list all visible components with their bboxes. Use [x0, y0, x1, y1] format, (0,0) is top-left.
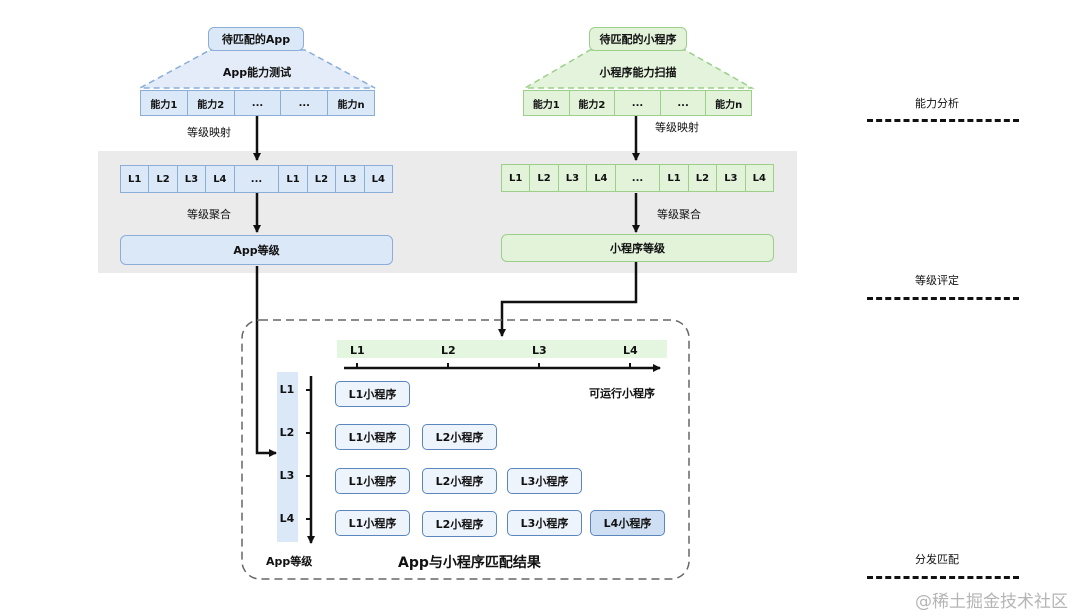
app-to-result-arrow: [255, 266, 277, 457]
mini-ability-cell: 能力2: [570, 91, 616, 115]
app-ability-cell: 能力n: [337, 99, 365, 111]
app-level-cell: ...: [235, 166, 280, 192]
mini-ability-cell: 能力1: [524, 91, 570, 115]
result-frame: [241, 319, 690, 580]
y-axis-label: App等级: [266, 555, 313, 568]
app-grade-box: App等级: [120, 235, 393, 265]
app-test-label: App能力测试: [222, 66, 292, 79]
result-cell: L1小程序: [335, 468, 410, 494]
y-level-label: L2: [279, 426, 295, 439]
mini-level-cell: L2: [530, 165, 559, 191]
stage-label-distribution-match: 分发匹配: [915, 553, 959, 566]
mini-ability-cell: ...: [661, 91, 707, 115]
mini-grade-box: 小程序等级: [501, 234, 774, 262]
mini-ability-bar: 能力1 能力2 ... ... 能力n: [523, 90, 752, 116]
app-level-cell: L1: [121, 166, 150, 192]
app-level-cell: L2: [308, 166, 337, 192]
stage-divider: [867, 576, 1019, 579]
y-level-label: L3: [279, 469, 295, 482]
app-ability-cell: ...: [281, 91, 329, 115]
app-level-cell: L3: [336, 166, 365, 192]
mini-level-cell: L2: [689, 165, 718, 191]
result-cell: L4小程序: [590, 510, 665, 536]
app-level-cell: L4: [206, 166, 235, 192]
x-axis-band: [337, 340, 667, 358]
app-ability-bar: 能力1 能力2 ... ... 能力n: [140, 90, 375, 116]
stage-label-level-evaluation: 等级评定: [915, 274, 959, 287]
app-level-cell: L1: [279, 166, 308, 192]
app-level-cell: L2: [149, 166, 178, 192]
stage-label-ability-analysis: 能力分析: [915, 97, 959, 110]
mini-mapping-label: 等级映射: [655, 121, 699, 134]
y-level-label: L4: [279, 512, 295, 525]
mini-level-cell: L3: [559, 165, 588, 191]
app-title: 待匹配的App: [208, 27, 304, 51]
result-cell: L2小程序: [422, 511, 497, 537]
result-cell: L3小程序: [507, 468, 582, 494]
x-level-label: L3: [532, 344, 547, 357]
mini-ability-cell: ...: [615, 91, 661, 115]
mini-level-cell: L1: [660, 165, 689, 191]
mini-to-result-arrow: [498, 262, 638, 337]
app-aggregate-label: 等级聚合: [187, 208, 231, 221]
x-level-label: L1: [350, 344, 365, 357]
app-ability-cell: 能力2: [188, 91, 235, 115]
stage-divider: [867, 119, 1019, 122]
mini-level-cell: L4: [587, 165, 616, 191]
app-mapping-label: 等级映射: [187, 126, 231, 139]
mini-level-cell: L1: [502, 165, 531, 191]
mini-level-bar: L1 L2 L3 L4 ... L1 L2 L3 L4: [501, 164, 774, 192]
x-level-label: L2: [441, 344, 456, 357]
mini-level-cell: L4: [752, 172, 766, 184]
x-axis-label: 可运行小程序: [589, 387, 655, 400]
mini-level-cell: L3: [717, 165, 746, 191]
result-cell: L1小程序: [335, 510, 410, 536]
result-cell: L1小程序: [335, 381, 410, 407]
result-cell: L2小程序: [422, 424, 497, 450]
mini-title: 待匹配的小程序: [589, 27, 687, 51]
result-title: App与小程序匹配结果: [398, 555, 541, 571]
app-level-cell: L3: [178, 166, 207, 192]
y-axis-band: [277, 372, 298, 542]
watermark: @稀土掘金技术社区: [915, 592, 1068, 612]
mini-aggregate-label: 等级聚合: [657, 208, 701, 221]
stage-divider: [867, 297, 1019, 300]
result-cell: L3小程序: [507, 510, 582, 536]
mini-level-cell: ...: [616, 165, 661, 191]
app-ability-cell: ...: [235, 91, 282, 115]
app-level-cell: L4: [371, 173, 385, 185]
x-level-label: L4: [623, 344, 638, 357]
mini-ability-cell: 能力n: [715, 99, 743, 111]
app-ability-cell: 能力1: [141, 91, 188, 115]
app-level-bar: L1 L2 L3 L4 ... L1 L2 L3 L4: [120, 165, 393, 193]
mini-scan-label: 小程序能力扫描: [599, 66, 677, 79]
result-cell: L2小程序: [422, 468, 497, 494]
y-level-label: L1: [279, 383, 295, 396]
result-cell: L1小程序: [335, 424, 410, 450]
